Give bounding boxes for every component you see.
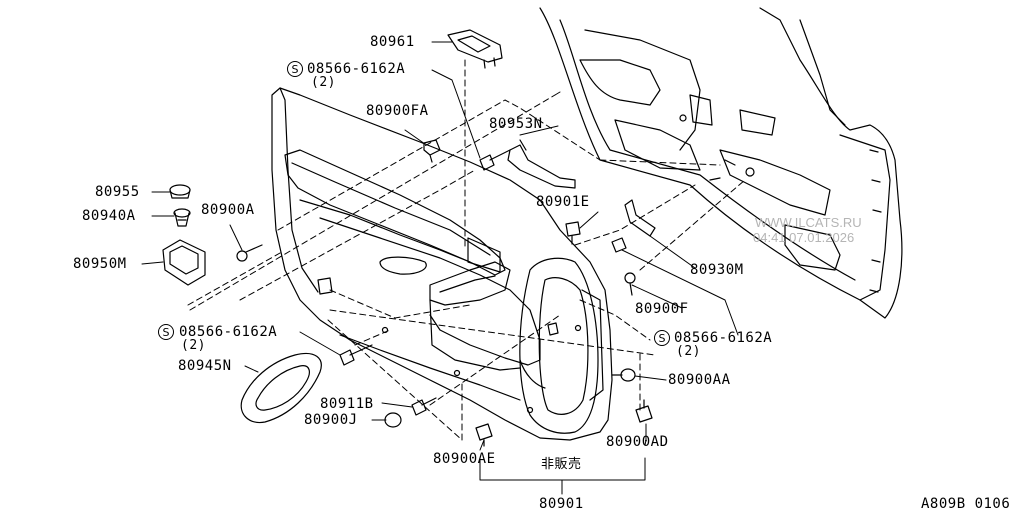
- label-80940A: 80940A: [82, 208, 136, 224]
- label-80911B: 80911B: [320, 396, 374, 412]
- label-80901: 80901: [539, 496, 584, 512]
- label-80961: 80961: [370, 34, 415, 50]
- label-80900AD: 80900AD: [606, 434, 669, 450]
- part-80945N-finisher: [240, 352, 322, 424]
- label-80950M: 80950M: [73, 256, 127, 272]
- label-08566-right-qty: (2): [676, 344, 701, 359]
- label-80955: 80955: [95, 184, 140, 200]
- label-08566-left: 08566-6162A: [179, 324, 278, 340]
- label-80900F: 80900F: [635, 301, 689, 317]
- diagram-code: A809B 0106: [921, 496, 1011, 512]
- label-08566-top-qty: (2): [311, 75, 336, 90]
- part-80900J-clip: [384, 412, 402, 428]
- label-08566-left-qty: (2): [181, 338, 206, 353]
- part-80900FA-clip: [423, 139, 441, 163]
- part-80940A-clip: [173, 208, 191, 227]
- part-80955-cap: [169, 184, 191, 199]
- label-80900AA: 80900AA: [668, 372, 731, 388]
- part-80953N-bracket: [507, 139, 576, 189]
- watermark-site: WWW.ILCATS.RU: [755, 215, 862, 230]
- screw-symbol-right: S: [654, 330, 670, 346]
- part-80900A-clip: [236, 244, 263, 262]
- part-08566-screw-top: [479, 149, 511, 171]
- label-80900FA: 80900FA: [366, 103, 429, 119]
- part-80930M-bracket: [611, 199, 656, 253]
- part-80961-bezel: [447, 29, 503, 69]
- part-80900AA-clip: [611, 368, 636, 382]
- screw-symbol-left: S: [158, 324, 174, 340]
- assembly-lines: [187, 59, 746, 441]
- part-80911B-screw: [411, 397, 437, 416]
- watermark-timestamp: 04:41 07.01.2026: [753, 230, 855, 245]
- label-08566-top: 08566-6162A: [307, 61, 406, 77]
- screw-symbol-top: S: [287, 61, 303, 77]
- label-80901E: 80901E: [536, 194, 590, 210]
- label-80945N: 80945N: [178, 358, 232, 374]
- part-80950M-escutcheon: [162, 239, 206, 286]
- part-80900AD-clip: [635, 399, 653, 423]
- door-trim-panel: [271, 87, 613, 441]
- part-80901E-clip: [565, 221, 581, 245]
- label-80900J: 80900J: [304, 412, 358, 428]
- part-08566-screw-left: [339, 344, 373, 366]
- leader-lines: [141, 41, 739, 495]
- part-80900F-clip: [624, 272, 636, 296]
- label-80953N: 80953N: [489, 116, 543, 132]
- label-08566-right: 08566-6162A: [674, 330, 773, 346]
- label-80930M: 80930M: [690, 262, 744, 278]
- label-80900A: 80900A: [201, 202, 255, 218]
- door-frame: [539, 7, 903, 319]
- label-80900AE: 80900AE: [433, 451, 496, 467]
- part-80900AE-clip: [475, 423, 493, 447]
- label-not-for-sale: 非販売: [541, 457, 582, 472]
